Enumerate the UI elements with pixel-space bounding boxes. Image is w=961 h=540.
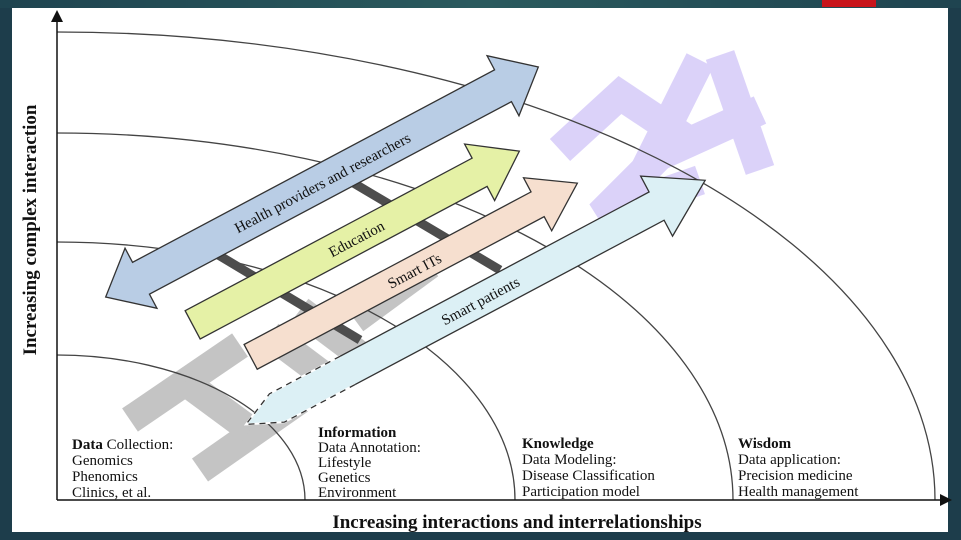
stage-line: Data application: xyxy=(738,452,841,468)
stage-title-rest: Collection: xyxy=(103,437,173,453)
stage-line: Environment xyxy=(318,485,397,501)
stage-title: Wisdom xyxy=(738,436,792,452)
arc-data xyxy=(56,354,306,501)
y-axis-label: Increasing complex interaction xyxy=(20,104,41,355)
stage-line: Disease Classification xyxy=(522,468,655,484)
stage-line: Genetics xyxy=(318,470,371,486)
stage-line: Phenomics xyxy=(72,469,138,485)
arc-knowledge xyxy=(56,132,734,501)
stage-wisdom: Wisdom Data application: Precision medic… xyxy=(738,436,859,500)
stage-title: Knowledge xyxy=(522,436,594,452)
stage-knowledge: Knowledge Data Modeling: Disease Classif… xyxy=(522,436,655,500)
stage-data: Data Collection: Genomics Phenomics Clin… xyxy=(72,437,173,501)
stage-title: Data xyxy=(72,437,103,453)
stage-line: Participation model xyxy=(522,484,640,500)
stage-title: Information xyxy=(318,425,397,441)
stage-line: Lifestyle xyxy=(318,455,372,471)
stage-line: Precision medicine xyxy=(738,468,853,484)
slide-accent-tab xyxy=(822,0,876,7)
stage-information: Information Data Annotation: Lifestyle G… xyxy=(318,425,421,501)
x-axis-label: Increasing interactions and interrelatio… xyxy=(332,512,701,533)
stage-line: Health management xyxy=(738,484,859,500)
arc-wisdom xyxy=(56,31,936,501)
stage-line: Genomics xyxy=(72,453,133,469)
stage-line: Data Modeling: xyxy=(522,452,617,468)
stage-line: Clinics, et al. xyxy=(72,485,151,501)
svg-text:Data Collection:: Data Collection: xyxy=(72,437,173,453)
slide-top-bar xyxy=(0,0,961,8)
stage-line: Data Annotation: xyxy=(318,440,421,456)
